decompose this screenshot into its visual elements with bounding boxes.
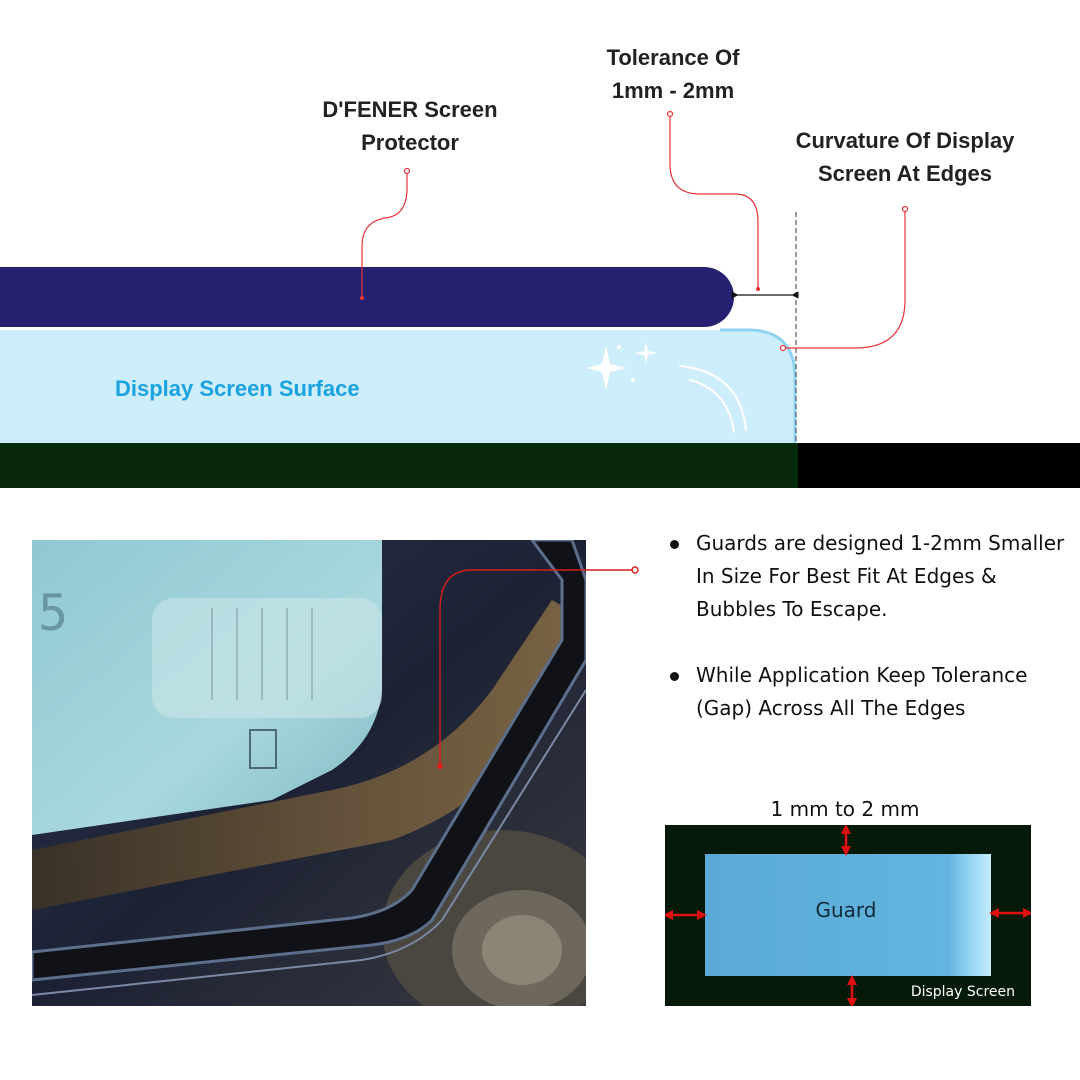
protector-callout-label: D'FENER Screen Protector <box>290 93 530 159</box>
tolerance-leader-dot <box>666 110 674 118</box>
tip-item: While Application Keep Tolerance (Gap) A… <box>668 659 1068 725</box>
shine-arcs <box>679 365 747 433</box>
installed-guard-photo: 5 <box>32 540 586 1006</box>
curvature-callout-label: Curvature Of Display Screen At Edges <box>770 124 1040 190</box>
protector-label-line1: D'FENER Screen <box>322 97 498 122</box>
protector-leader-line <box>361 171 408 298</box>
tolerance-callout-label: Tolerance Of 1mm - 2mm <box>578 41 768 107</box>
display-screen-surface <box>0 330 795 444</box>
guard-label: Guard <box>815 898 877 922</box>
curvature-label-line1: Curvature Of Display <box>795 128 1015 153</box>
protector-target-dot <box>360 296 364 300</box>
svg-text:5: 5 <box>38 584 68 642</box>
display-screen-gap-diagram: Guard Display Screen <box>665 825 1031 1006</box>
curvature-label-line2: Screen At Edges <box>817 161 993 186</box>
curvature-target-dot <box>779 344 787 352</box>
sparkle-icon <box>586 342 657 390</box>
base-layer-black <box>798 443 1080 488</box>
screen-protector-layer <box>0 267 734 327</box>
photo-leader-line <box>586 566 639 574</box>
tolerance-label-line2: 1mm - 2mm <box>611 78 735 103</box>
curvature-leader-line <box>785 209 906 349</box>
photo-illustration: 5 <box>32 540 586 1006</box>
display-screen-label: Display Screen <box>910 984 1015 1000</box>
tolerance-target-dot <box>756 287 760 291</box>
tip-item: Guards are designed 1-2mm Smaller In Siz… <box>668 527 1068 626</box>
cross-section-diagram <box>0 110 1080 488</box>
gap-arrows <box>665 825 1031 1006</box>
curvature-leader-dot <box>901 205 909 213</box>
tips-list: Guards are designed 1-2mm Smaller In Siz… <box>668 527 1068 758</box>
display-screen-curved-edge <box>720 328 797 444</box>
tolerance-leader-line <box>669 114 759 289</box>
protector-label-line2: Protector <box>361 130 459 155</box>
tolerance-label-line1: Tolerance Of <box>606 45 740 70</box>
guard-box: Guard <box>705 854 991 976</box>
base-layer-green <box>0 443 798 488</box>
gap-caption: 1 mm to 2 mm <box>770 797 920 821</box>
protector-leader-dot <box>403 167 411 175</box>
display-screen-surface-label: Display Screen Surface <box>115 376 360 401</box>
